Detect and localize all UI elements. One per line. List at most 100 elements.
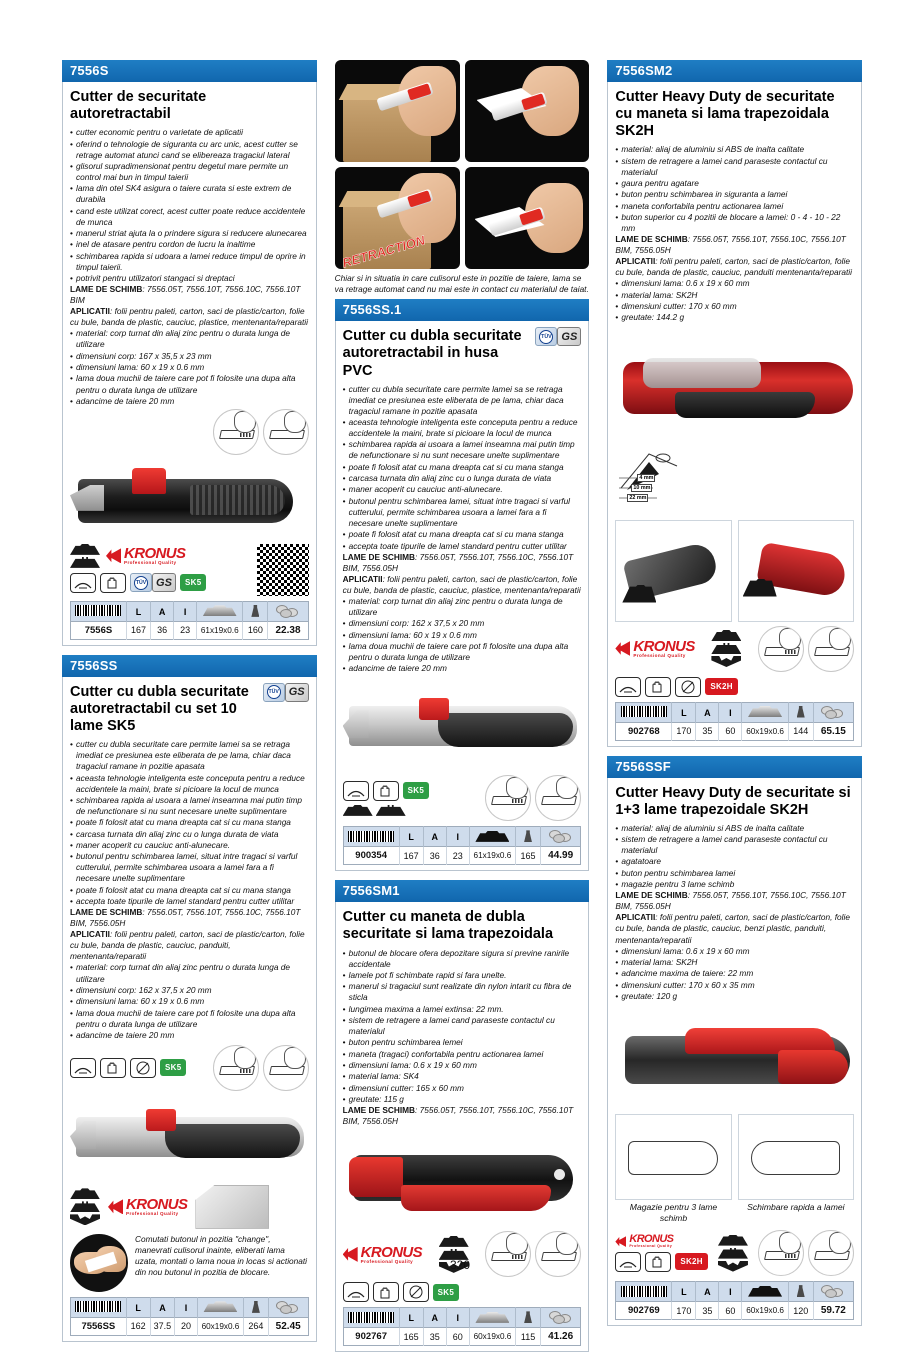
list-item: aceasta tehnologie inteligenta este conc… xyxy=(70,773,309,795)
blade-types-icon xyxy=(717,1234,748,1272)
list-item: cutter cu dubla securitate care permite … xyxy=(343,384,582,417)
cell-i: 60 xyxy=(718,1301,743,1320)
list-item: maneta (tragaci) confortabila pentru act… xyxy=(343,1049,582,1060)
col-blade xyxy=(741,1281,789,1302)
retraction-caption: Chiar si in situatia in care culisorul e… xyxy=(334,273,589,295)
gs-badge: GS xyxy=(557,327,582,347)
col-price xyxy=(268,1297,309,1318)
list-item: material: corp turnat din aliaj zinc pen… xyxy=(343,596,582,618)
list-item: greutate: 120 g xyxy=(615,991,854,1002)
list-item: oferind o tehnologie de siguranta cu arc… xyxy=(70,139,309,161)
product-7556s: 7556S Cutter de securitate autoretractab… xyxy=(62,60,317,646)
cut-resistant-icon xyxy=(70,572,96,593)
replacement-blades: LAME DE SCHIMB: 7556.05T, 7556.10T, 7556… xyxy=(70,284,301,306)
kronus-tagline: Professional Quality xyxy=(124,560,177,566)
replacement-blades-label: LAME DE SCHIMB xyxy=(342,1105,416,1116)
list-item: lama din otel SK4 asigura o taiere curat… xyxy=(70,183,309,205)
col-weight xyxy=(515,826,541,847)
badges-howto-row: SK5 xyxy=(342,775,582,822)
product-title: Cutter Heavy Duty de securitate si 1+3 l… xyxy=(615,784,851,818)
kronus-name: KRONUS xyxy=(360,1243,423,1261)
blades-logo-row: KRONUS Professional Quality xyxy=(70,1184,309,1229)
cell-i: 23 xyxy=(446,846,470,865)
applications-label: APLICATII xyxy=(70,929,110,940)
col-i: I xyxy=(446,826,470,847)
cell-a: 37.5 xyxy=(150,1316,176,1336)
cell-price: 41.26 xyxy=(540,1327,581,1346)
list-item: butonul pentru schimbarea lamei, situat … xyxy=(70,851,309,884)
badge-row: SK5 xyxy=(342,780,486,816)
kronus-logo: KRONUS Professional Quality xyxy=(108,1196,188,1217)
gloves-icon xyxy=(372,1282,399,1303)
cell-price: 44.99 xyxy=(540,846,581,865)
kronus-mark-icon xyxy=(108,1199,123,1215)
cell-price: 22.38 xyxy=(267,620,309,640)
col-weight xyxy=(788,702,814,722)
cell-weight: 115 xyxy=(515,1327,541,1346)
col-blade xyxy=(197,1297,245,1318)
table-row: 900354 167 36 23 61x19x0.6 165 44.99 xyxy=(343,846,581,865)
product-code-header: 7556SM2 xyxy=(607,60,863,82)
list-item: maner acoperit cu cauciuc anti-alunecare… xyxy=(343,484,582,495)
gs-badge: GS xyxy=(152,573,176,593)
linedrawing-photos: Magazie pentru 3 lame schimb Schimbare r… xyxy=(615,1113,855,1225)
cell-a: 36 xyxy=(150,620,175,640)
cell-price: 59.72 xyxy=(813,1301,854,1320)
cell-weight: 160 xyxy=(242,620,269,640)
product-body: Cutter cu maneta de dubla securitate si … xyxy=(334,902,590,1353)
col-price xyxy=(540,1307,581,1328)
col-i: I xyxy=(718,1281,743,1302)
applications: APLICATII: folii pentru paleti, carton, … xyxy=(70,306,308,328)
product-photo-7556sm1 xyxy=(343,1133,582,1229)
kronus-name: KRONUS xyxy=(633,637,695,655)
spec-table: L A I 900354 167 36 23 61x19x0.6 165 xyxy=(342,826,582,866)
col-blade xyxy=(741,702,789,722)
col-barcode xyxy=(615,1281,673,1302)
list-item: material lama: SK4 xyxy=(343,1071,582,1082)
list-item: dimensiuni lama: 60 x 19 x 0.6 mm xyxy=(70,362,309,373)
replacement-blades-label: LAME DE SCHIMB xyxy=(70,284,143,295)
column-2: RETRACTION Chiar si in situatia in care … xyxy=(334,60,590,1361)
col-a: A xyxy=(695,702,720,722)
table-row: 902767 165 35 60 60x19x0.6 115 41.26 xyxy=(343,1327,581,1346)
spec-list: dimensiuni lama: 0.6 x 19 x 60 mm materi… xyxy=(615,946,854,1002)
feature-list: cutter cu dubla securitate care permite … xyxy=(70,739,309,907)
product-photo-7556ss xyxy=(70,1091,309,1183)
applications-value: folii pentru paleti, carton, saci de pla… xyxy=(615,256,852,278)
kronus-name: KRONUS xyxy=(126,1196,188,1214)
blade-change-step2-icon xyxy=(808,1230,855,1277)
applications-label: APLICATII xyxy=(615,912,656,923)
catalog-page: 7556S Cutter de securitate autoretractab… xyxy=(0,0,920,1301)
badge-row: SK2H xyxy=(615,1251,708,1272)
product-body: Cutter cu dubla securitate autoretractab… xyxy=(62,676,317,1342)
list-item: lama doua muchii de taiere care pot fi f… xyxy=(70,373,309,395)
list-item: sistem de retragere a lamei cand parases… xyxy=(615,156,854,178)
list-item: material lama: SK2H xyxy=(615,957,854,968)
list-item: potrivit pentru utilizatori stangaci si … xyxy=(70,273,309,284)
cut-resistant-icon xyxy=(70,1057,96,1078)
applications-label: APLICATII xyxy=(342,573,383,584)
spec-table: L A I 902768 170 35 60 60x19x0.6 144 xyxy=(615,701,855,741)
list-item: greutate: 115 g xyxy=(343,1094,582,1105)
list-item: adancime de taiere 20 mm xyxy=(343,663,582,674)
feature-list: material: aliaj de aluminiu si ABS de in… xyxy=(615,144,854,234)
list-item: adancime de taiere 20 mm xyxy=(70,1030,309,1041)
applications-label: APLICATII xyxy=(70,306,110,317)
list-item: butonul pentru schimbarea lamei, situat … xyxy=(343,496,582,529)
col-price xyxy=(267,601,309,622)
qr-code[interactable] xyxy=(256,543,309,596)
blade-change-step2-icon xyxy=(535,1231,582,1278)
no-tools-icon xyxy=(130,1057,156,1078)
applications-value: folii pentru paleti, carton, saci de pla… xyxy=(70,306,308,328)
kronus-tagline: Professional Quality xyxy=(633,652,686,658)
list-item: dimensiuni lama: 60 x 19 x 0.6 mm xyxy=(70,996,309,1007)
kronus-mark-icon xyxy=(615,641,631,656)
steel-grade-badge: SK5 xyxy=(160,1059,187,1077)
spec-table: L A I 7556SS 162 37.5 20 60x19x0.6 264 xyxy=(70,1296,309,1336)
kronus-logo: KRONUS Professional Quality xyxy=(615,1234,708,1249)
caption-magazine: Magazie pentru 3 lame schimb xyxy=(629,1201,718,1224)
product-photo-7556ssf xyxy=(615,1006,854,1110)
feature-list: butonul de blocare ofera depozitare sigu… xyxy=(343,948,582,1105)
replacement-blades-label: LAME DE SCHIMB xyxy=(342,551,416,562)
cell-a: 35 xyxy=(695,721,720,740)
